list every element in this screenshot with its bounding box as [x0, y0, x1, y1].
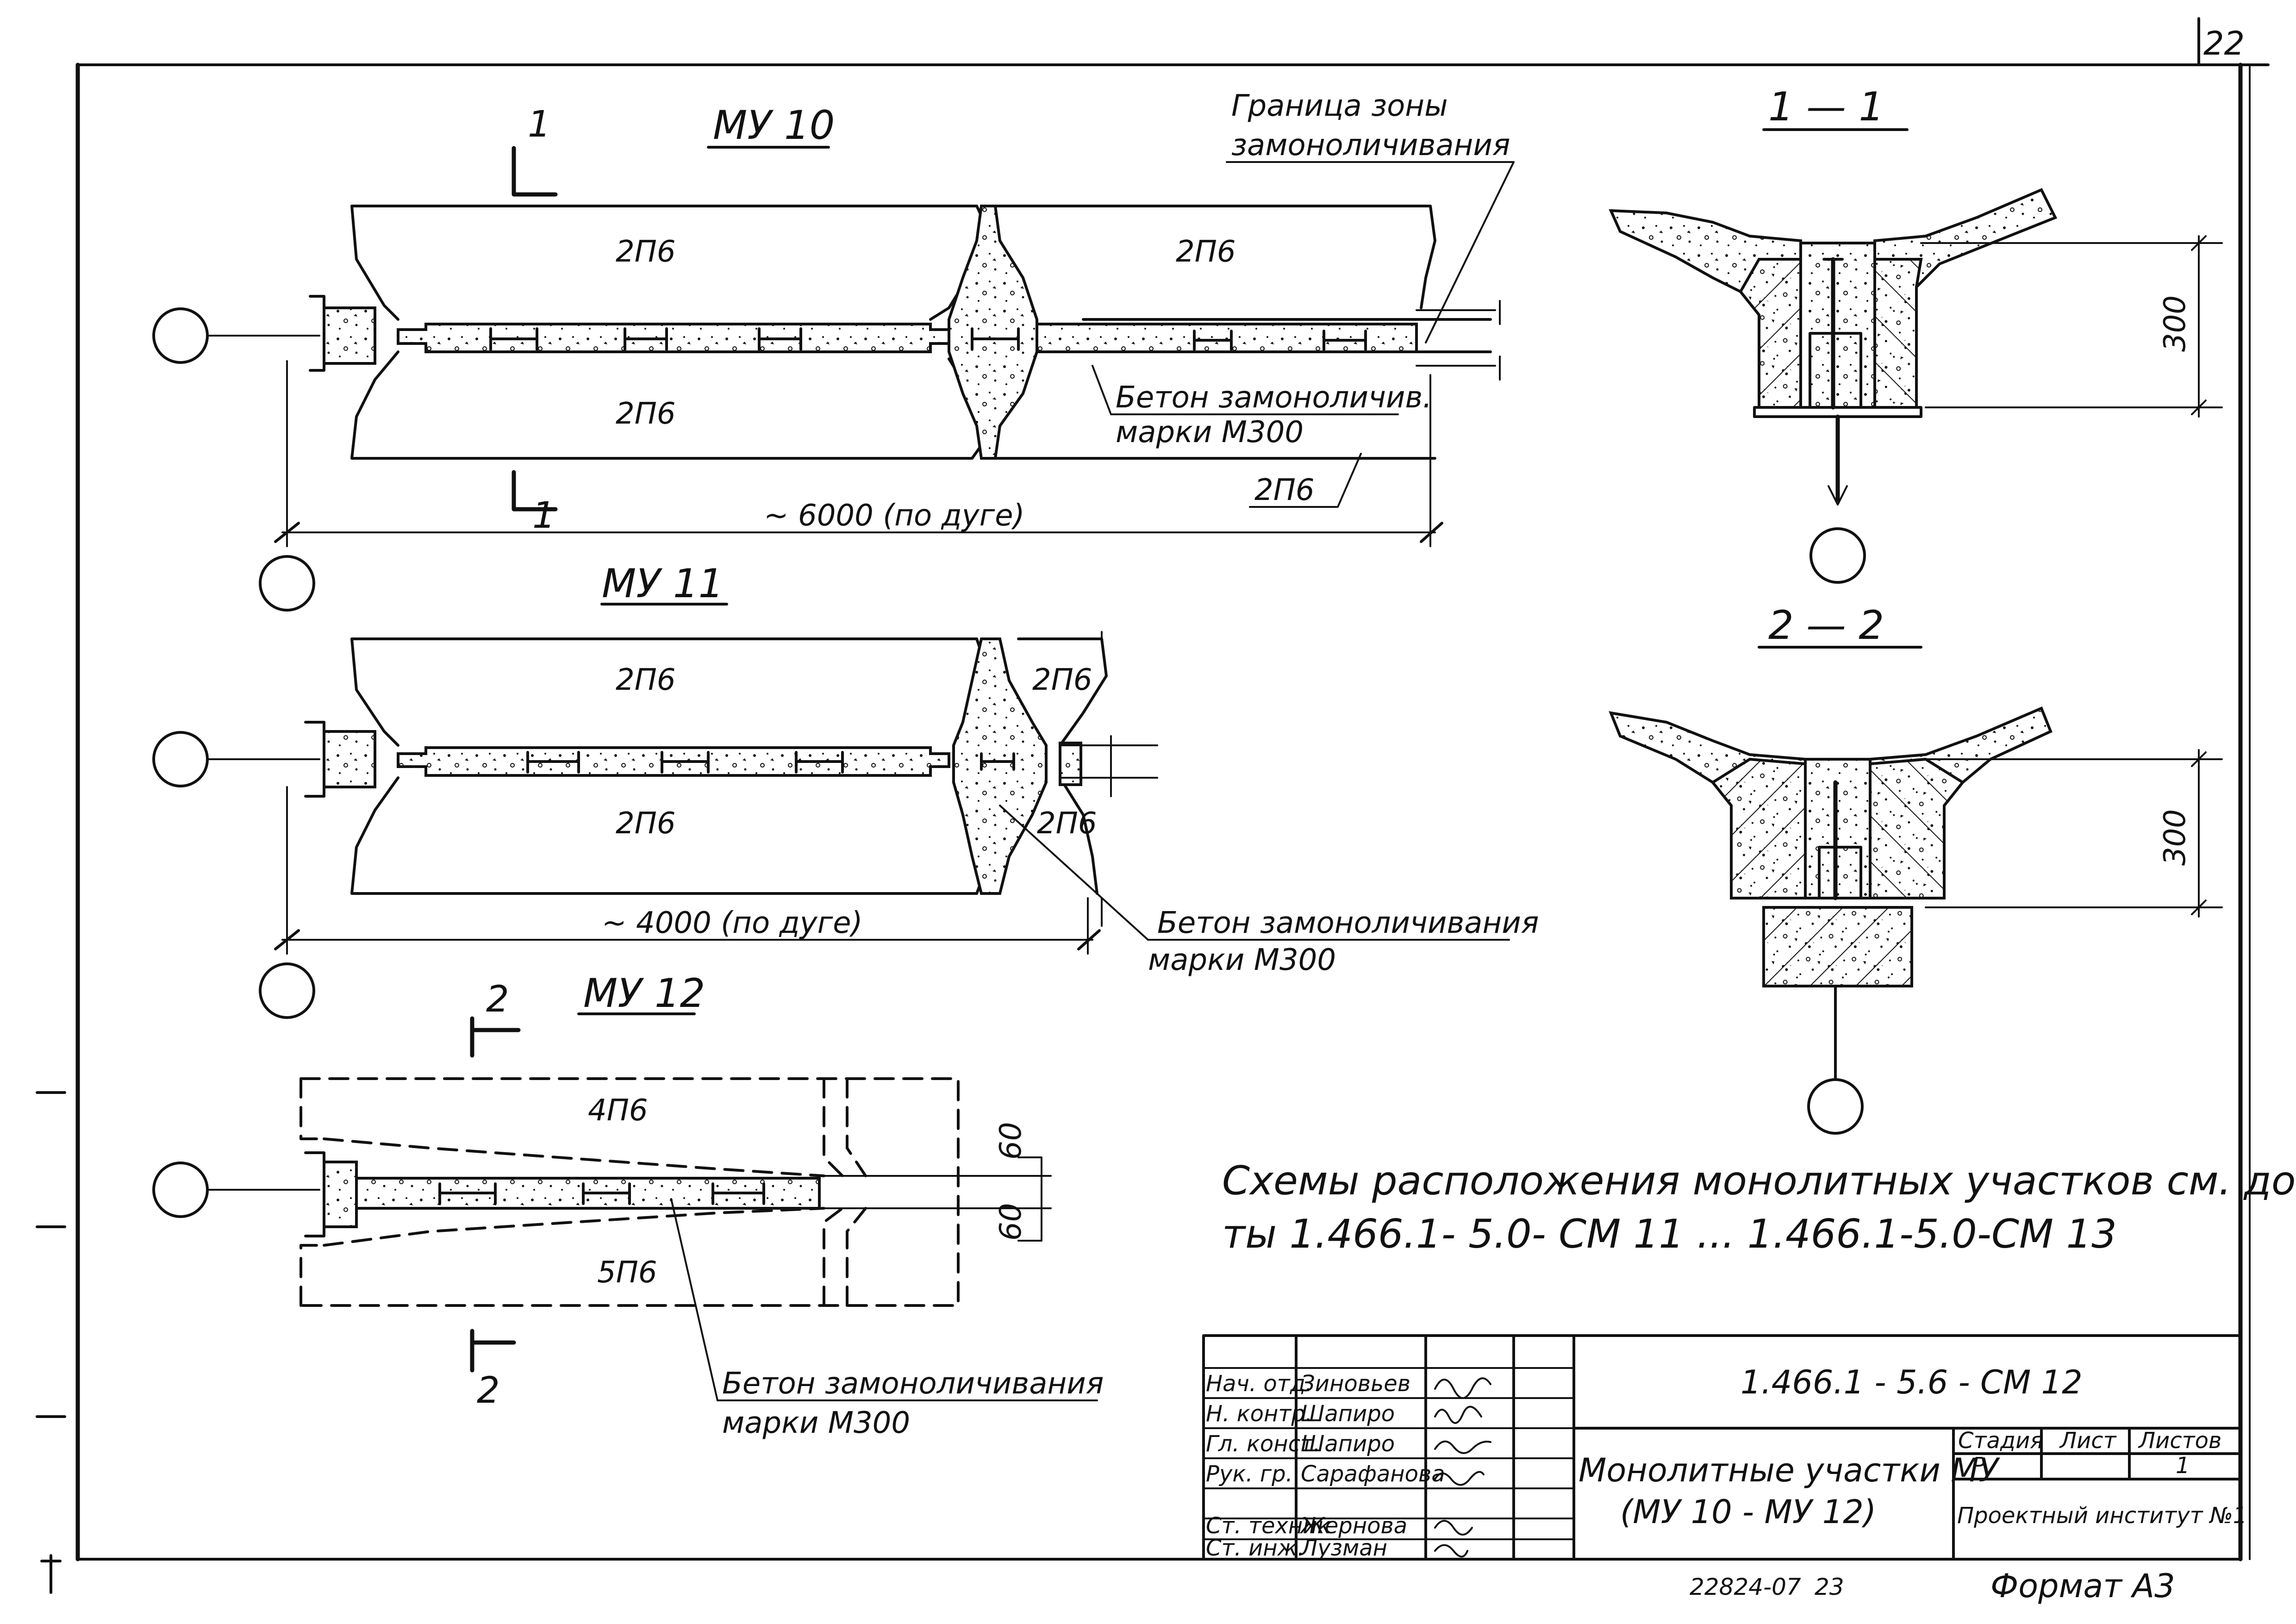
- plan-mu10: МУ 10 2П6 2П6: [152, 89, 1515, 612]
- callout-text: марки М300: [1148, 943, 1336, 977]
- axis-circle: [259, 555, 315, 612]
- sheet-format: Формат А3: [1990, 1567, 2175, 1605]
- mu10-strip: [397, 323, 950, 353]
- section-mark: 1: [528, 104, 551, 145]
- mu11-joint-concrete: [952, 637, 1048, 895]
- panel-label: 2П6: [616, 397, 676, 431]
- callout-text: марки М300: [722, 1406, 910, 1440]
- section-mark: 2: [477, 1370, 500, 1412]
- panel-label: 5П6: [597, 1255, 657, 1290]
- section-1-1-title: 1 — 1: [1768, 84, 1884, 130]
- tb-organization: Проектный институт №1: [1957, 1503, 2247, 1529]
- axis-circle: [152, 307, 209, 364]
- section-2-2: 2 — 2 300: [1609, 602, 2223, 1135]
- tb-name: Жернова: [1299, 1513, 1407, 1539]
- tb-sheets-header: Листов: [2138, 1428, 2221, 1454]
- tb-name: Лузман: [1300, 1535, 1387, 1561]
- callout-text: Бетон замоноличивания: [1157, 906, 1539, 940]
- panel-label: 2П6: [1037, 806, 1097, 841]
- dim-60: 60: [994, 1203, 1028, 1241]
- axis-circle: [152, 1162, 209, 1218]
- mu12-end-block: [323, 1161, 358, 1228]
- section-2-2-title: 2 — 2: [1768, 602, 1884, 649]
- panel-label: 4П6: [588, 1093, 648, 1128]
- archive-page: 23: [1815, 1574, 1844, 1600]
- tb-stage-value: Р: [1972, 1453, 1985, 1479]
- tb-drawing-title: Монолитные участки МУ: [1578, 1451, 2001, 1489]
- tb-role: Гл. конст.: [1206, 1431, 1320, 1457]
- callout-text: замоноличивания: [1231, 128, 1510, 162]
- title-block: Нач. отд. Зиновьев Н. контр. Шапиро Гл. …: [1202, 1334, 2247, 1561]
- tb-sheets-value: 1: [2176, 1453, 2190, 1479]
- dim-60: 60: [994, 1122, 1028, 1160]
- callout-text: Бетон замоноличивания: [722, 1367, 1104, 1401]
- section-2-2-dim: 300: [2158, 809, 2192, 866]
- mu10-dimension: ~ 6000 (по дуге): [764, 499, 1025, 533]
- tb-stage-header: Стадия: [1958, 1428, 2043, 1454]
- axis-circle: [152, 731, 209, 787]
- panel-label: 2П6: [1176, 235, 1236, 269]
- mu10-end-block: [323, 306, 376, 365]
- mu10-joint-concrete: [948, 205, 1038, 460]
- tb-role: Н. контр.: [1206, 1401, 1312, 1427]
- sheet-frame: [75, 17, 2270, 1562]
- section-1-1: 1 — 1 300: [1609, 84, 2223, 584]
- tb-name: Шапиро: [1301, 1431, 1395, 1457]
- note-line: ты 1.466.1- 5.0- СМ 11 ... 1.466.1-5.0-С…: [1222, 1211, 2117, 1257]
- tb-drawing-title: (МУ 10 - МУ 12): [1620, 1493, 1876, 1531]
- section-1-1-dim: 300: [2158, 295, 2192, 352]
- tb-name: Зиновьев: [1301, 1371, 1410, 1397]
- mu11-end-block: [323, 730, 376, 788]
- plan-mu10-title: МУ 10: [713, 102, 835, 149]
- plan-mu12-title: МУ 12: [583, 970, 705, 1017]
- section-2-2-base: [1762, 906, 1913, 987]
- tb-role: Ст. инж.: [1206, 1535, 1304, 1561]
- section-mark: 2: [486, 979, 509, 1020]
- tb-sheet-header: Лист: [2059, 1428, 2117, 1454]
- section-mark: 1: [532, 495, 555, 537]
- panel-label: 2П6: [616, 235, 676, 269]
- note: Схемы расположения монолитных участков с…: [1222, 1158, 2296, 1257]
- tb-document-code: 1.466.1 - 5.6 - СМ 12: [1741, 1363, 2083, 1401]
- tb-role: Ст. техник: [1206, 1513, 1330, 1539]
- mu11-dimension: ~ 4000 (по дуге): [602, 906, 863, 940]
- section-1-1-core: [1799, 242, 1876, 409]
- panel-label: 2П6: [616, 663, 676, 697]
- archive-number: 22824-07: [1690, 1574, 1801, 1600]
- axis-circle: [1807, 1078, 1864, 1135]
- callout-text: Граница зоны: [1231, 89, 1448, 123]
- tb-role: Нач. отд.: [1206, 1371, 1312, 1397]
- sheet-number: 22: [2203, 25, 2245, 62]
- plan-mu12: МУ 12 2 2 4П6 5П6 60 60 Бетон замоноличи…: [152, 970, 1104, 1440]
- panel-label: 2П6: [1254, 473, 1315, 507]
- callout-text: Бетон замоноличив.: [1116, 381, 1432, 415]
- axis-circle: [259, 962, 315, 1019]
- tb-role: Рук. гр.: [1206, 1461, 1293, 1487]
- note-line: Схемы расположения монолитных участков с…: [1222, 1158, 2296, 1204]
- panel-label: 2П6: [1032, 663, 1092, 697]
- tb-name: Сарафанова: [1301, 1461, 1445, 1487]
- plan-mu11-title: МУ 11: [602, 561, 724, 607]
- signatures: [1434, 1377, 1491, 1558]
- plan-mu11: МУ 11 2П6 2П6 2П6 2П6 ~ 4000: [152, 561, 1539, 1019]
- callout-text: марки М300: [1116, 415, 1304, 450]
- panel-label: 2П6: [616, 806, 676, 841]
- tb-name: Шапиро: [1301, 1401, 1395, 1427]
- margin-ticks: [36, 1091, 66, 1594]
- axis-circle: [1809, 527, 1866, 584]
